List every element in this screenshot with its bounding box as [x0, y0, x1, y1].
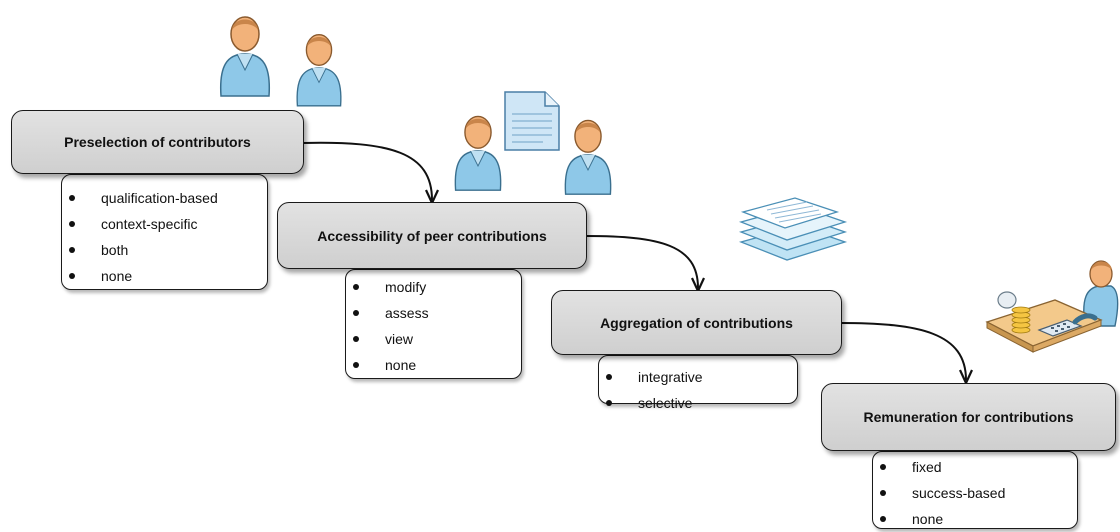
option-item: assess [346, 300, 521, 326]
person-icon [454, 115, 502, 191]
stage-options-preselection: qualification-based context-specific bot… [61, 174, 268, 290]
stage-header-accessibility: Accessibility of peer contributions [277, 202, 587, 269]
option-item: context-specific [62, 211, 267, 237]
person-icon [296, 34, 342, 107]
stage-title: Remuneration for contributions [863, 409, 1074, 425]
arrow-1 [302, 141, 433, 201]
stage-title: Aggregation of contributions [600, 314, 793, 331]
arrow-3 [840, 322, 967, 381]
option-item: none [346, 352, 521, 378]
option-item: success-based [873, 480, 1077, 506]
stage-options-accessibility: modify assess view none [345, 269, 522, 379]
accountant-icon [985, 260, 1119, 353]
stage-title: Preselection of contributors [64, 134, 251, 150]
document-icon [504, 91, 560, 151]
arrow-2 [585, 235, 699, 289]
option-item: none [62, 263, 267, 289]
option-item: none [873, 506, 1077, 532]
stage-options-remuneration: fixed success-based none [872, 451, 1078, 529]
document-stack-icon [738, 197, 848, 261]
option-item: view [346, 326, 521, 352]
person-icon [564, 119, 612, 195]
stage-options-aggregation: integrative selective [598, 355, 798, 411]
option-item: modify [346, 274, 521, 300]
stage-header-preselection: Preselection of contributors [11, 110, 304, 174]
option-item: integrative [599, 364, 797, 390]
option-item: selective [599, 390, 797, 416]
stage-header-aggregation: Aggregation of contributions [551, 290, 842, 355]
option-item: both [62, 237, 267, 263]
stage-title: Accessibility of peer contributions [317, 227, 547, 244]
person-icon [219, 16, 271, 97]
stage-header-remuneration: Remuneration for contributions [821, 383, 1116, 451]
option-item: qualification-based [62, 185, 267, 211]
option-item: fixed [873, 454, 1077, 480]
